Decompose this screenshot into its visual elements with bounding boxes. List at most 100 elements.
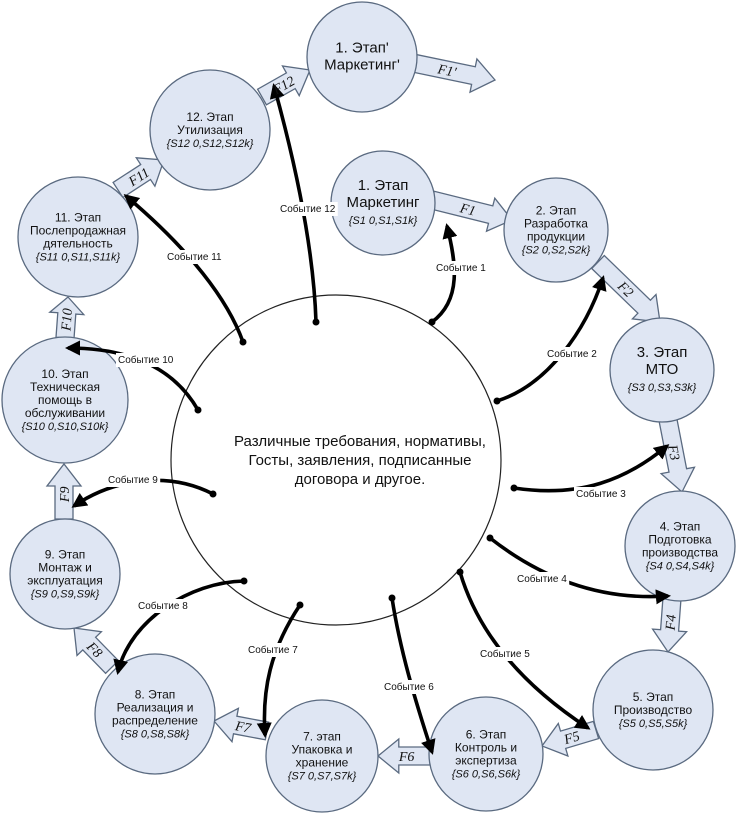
flow-arrow-f4-label: F4 bbox=[664, 614, 680, 632]
event-10-label: Событие 10 bbox=[118, 354, 174, 366]
stage-s11-circle bbox=[17, 176, 139, 298]
event-8-label: Событие 8 bbox=[138, 600, 188, 612]
stage-s2-states: {S2 0,S2,S2k} bbox=[522, 245, 591, 257]
event-7-origin bbox=[296, 601, 304, 609]
flow-arrow-f1-prime bbox=[405, 52, 497, 94]
stage-s12-circle bbox=[149, 69, 271, 191]
event-4-origin bbox=[486, 534, 494, 542]
stage-s6-states: {S6 0,S6,S6k} bbox=[452, 769, 521, 781]
event-3-origin bbox=[510, 484, 518, 492]
event-4-label: Событие 4 bbox=[517, 573, 567, 585]
stage-s2-circle bbox=[503, 177, 609, 283]
stage-s8-circle bbox=[94, 653, 216, 775]
event-11-label: Событие 11 bbox=[167, 251, 222, 263]
event-12-origin bbox=[312, 318, 320, 326]
flow-arrow-f11 bbox=[112, 157, 165, 199]
event-6-arrow bbox=[390, 597, 436, 755]
event-7-arrow bbox=[256, 604, 302, 739]
event-6-label: Событие 6 bbox=[384, 681, 434, 693]
flow-arrow-f4 bbox=[651, 596, 688, 654]
event-7-label: Событие 7 bbox=[248, 644, 298, 656]
event-3-arrow bbox=[513, 444, 670, 493]
event-6-origin bbox=[388, 594, 396, 602]
stage-s12-states: {S12 0,S12,S12k} bbox=[167, 138, 254, 150]
event-9-label-bg bbox=[106, 473, 161, 487]
flow-arrow-f3-label: F3 bbox=[664, 443, 682, 462]
event-3-label-bg bbox=[574, 487, 629, 501]
flow-arrow-f10 bbox=[48, 296, 86, 340]
stage-s3-circle bbox=[609, 317, 715, 423]
flow-arrow-f9-label: F9 bbox=[58, 487, 73, 504]
flow-arrow-f5 bbox=[540, 720, 600, 758]
flow-arrow-f6 bbox=[376, 737, 431, 775]
event-8-origin bbox=[240, 577, 248, 585]
stage-s7-states: {S7 0,S7,S7k} bbox=[288, 771, 357, 783]
event-6-label-bg bbox=[382, 680, 437, 694]
event-1-label-bg bbox=[434, 261, 489, 275]
event-5-origin bbox=[456, 568, 464, 576]
flow-arrow-f6-label: F6 bbox=[398, 750, 415, 765]
flow-arrow-f3 bbox=[658, 417, 696, 494]
event-10-label-bg bbox=[116, 353, 176, 367]
requirements-text: Различные требования, нормативы,Госты, з… bbox=[234, 433, 486, 488]
event-9-label: Событие 9 bbox=[108, 474, 158, 486]
event-2-label-bg bbox=[545, 347, 600, 361]
event-4-arrow bbox=[488, 536, 672, 605]
flow-arrow-f10-label: F10 bbox=[59, 308, 76, 333]
stage-s4-states: {S4 0,S4,S4k} bbox=[646, 561, 715, 573]
stage-s1-states: {S1 0,S1,S1k} bbox=[349, 215, 418, 227]
event-9-origin bbox=[209, 490, 217, 498]
event-2-label: Событие 2 bbox=[547, 348, 597, 360]
stage-s10-states: {S10 0,S10,S10k} bbox=[22, 421, 109, 433]
flow-arrow-f5-label: F5 bbox=[562, 729, 582, 748]
stage-s4-circle bbox=[624, 490, 736, 602]
event-8-label-bg bbox=[136, 599, 191, 613]
flow-arrow-f7-label: F7 bbox=[233, 719, 253, 737]
flow-arrow-f1 bbox=[429, 190, 514, 233]
event-7-label-bg bbox=[246, 643, 301, 657]
event-2-arrow bbox=[496, 275, 607, 403]
event-11-label-bg bbox=[165, 250, 225, 264]
flow-arrow-f7 bbox=[212, 707, 270, 744]
stage-s1p-circle bbox=[306, 1, 418, 113]
event-5-arrow bbox=[458, 571, 591, 730]
event-4-label-bg bbox=[515, 572, 570, 586]
event-12-label: Событие 12 bbox=[280, 203, 336, 215]
stage-s8-states: {S8 0,S8,S8k} bbox=[121, 729, 190, 741]
event-2-origin bbox=[493, 397, 501, 405]
event-10-origin bbox=[194, 406, 202, 414]
event-5-label: Событие 5 bbox=[480, 648, 530, 660]
flow-arrow-f1-prime-label: F1' bbox=[435, 62, 458, 81]
event-11-origin bbox=[239, 338, 247, 346]
stage-s9-states: {S9 0,S9,S9k} bbox=[31, 589, 100, 601]
event-11-arrow bbox=[123, 194, 245, 343]
event-1-origin bbox=[428, 318, 436, 326]
stage-s5-states: {S5 0,S5,S5k} bbox=[619, 718, 688, 730]
flow-arrow-f8 bbox=[73, 627, 120, 675]
event-3-label: Событие 3 bbox=[576, 488, 626, 500]
event-5-label-bg bbox=[478, 647, 533, 661]
stage-s7-circle bbox=[265, 699, 379, 813]
stage-s9-circle bbox=[9, 518, 121, 630]
requirements-circle bbox=[170, 294, 502, 626]
stage-s1p-title: 1. Этап'Маркетинг' bbox=[324, 40, 400, 74]
stage-s10-circle bbox=[1, 336, 129, 464]
stage-s3-states: {S3 0,S3,S3k} bbox=[628, 382, 697, 394]
stage-s11-states: {S11 0,S11,S11k} bbox=[36, 252, 121, 264]
event-1-arrow bbox=[430, 223, 458, 324]
event-12-label-bg bbox=[278, 202, 338, 216]
flow-arrow-f2 bbox=[590, 254, 661, 323]
